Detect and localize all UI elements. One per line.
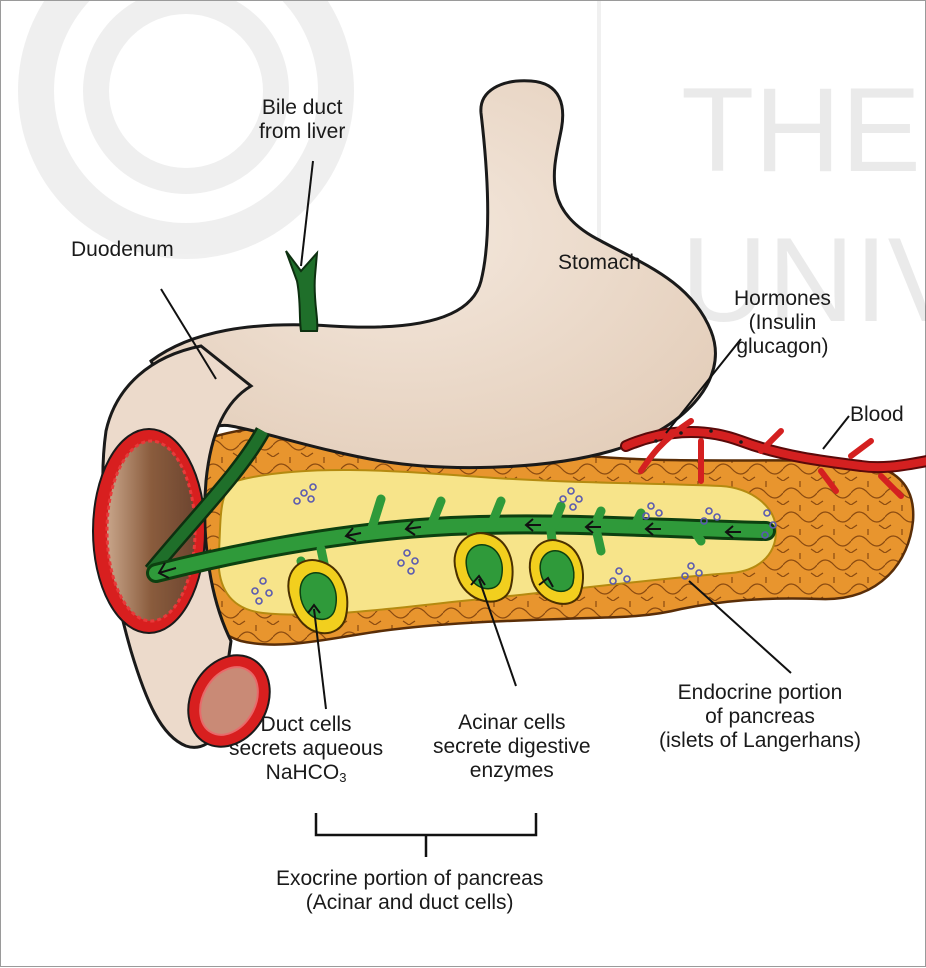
bile-duct-label: Bile duct from liver bbox=[259, 96, 345, 144]
blood-label: Blood bbox=[850, 403, 904, 427]
hormones-label: Hormones (Insulin glucagon) bbox=[734, 287, 831, 359]
watermark-text-line1: THE P bbox=[681, 63, 926, 197]
duct-cells-label: Duct cells secrets aqueous NaHCO3 bbox=[229, 713, 383, 790]
endocrine-label: Endocrine portion of pancreas (islets of… bbox=[659, 681, 861, 753]
duodenum-label: Duodenum bbox=[71, 238, 174, 262]
stomach-label: Stomach bbox=[558, 251, 641, 275]
exocrine-label: Exocrine portion of pancreas (Acinar and… bbox=[276, 867, 543, 915]
acinar-cells-label: Acinar cells secrete digestive enzymes bbox=[433, 711, 591, 783]
nahco3-formula: NaHCO3 bbox=[229, 761, 383, 790]
exocrine-bracket bbox=[316, 813, 536, 857]
